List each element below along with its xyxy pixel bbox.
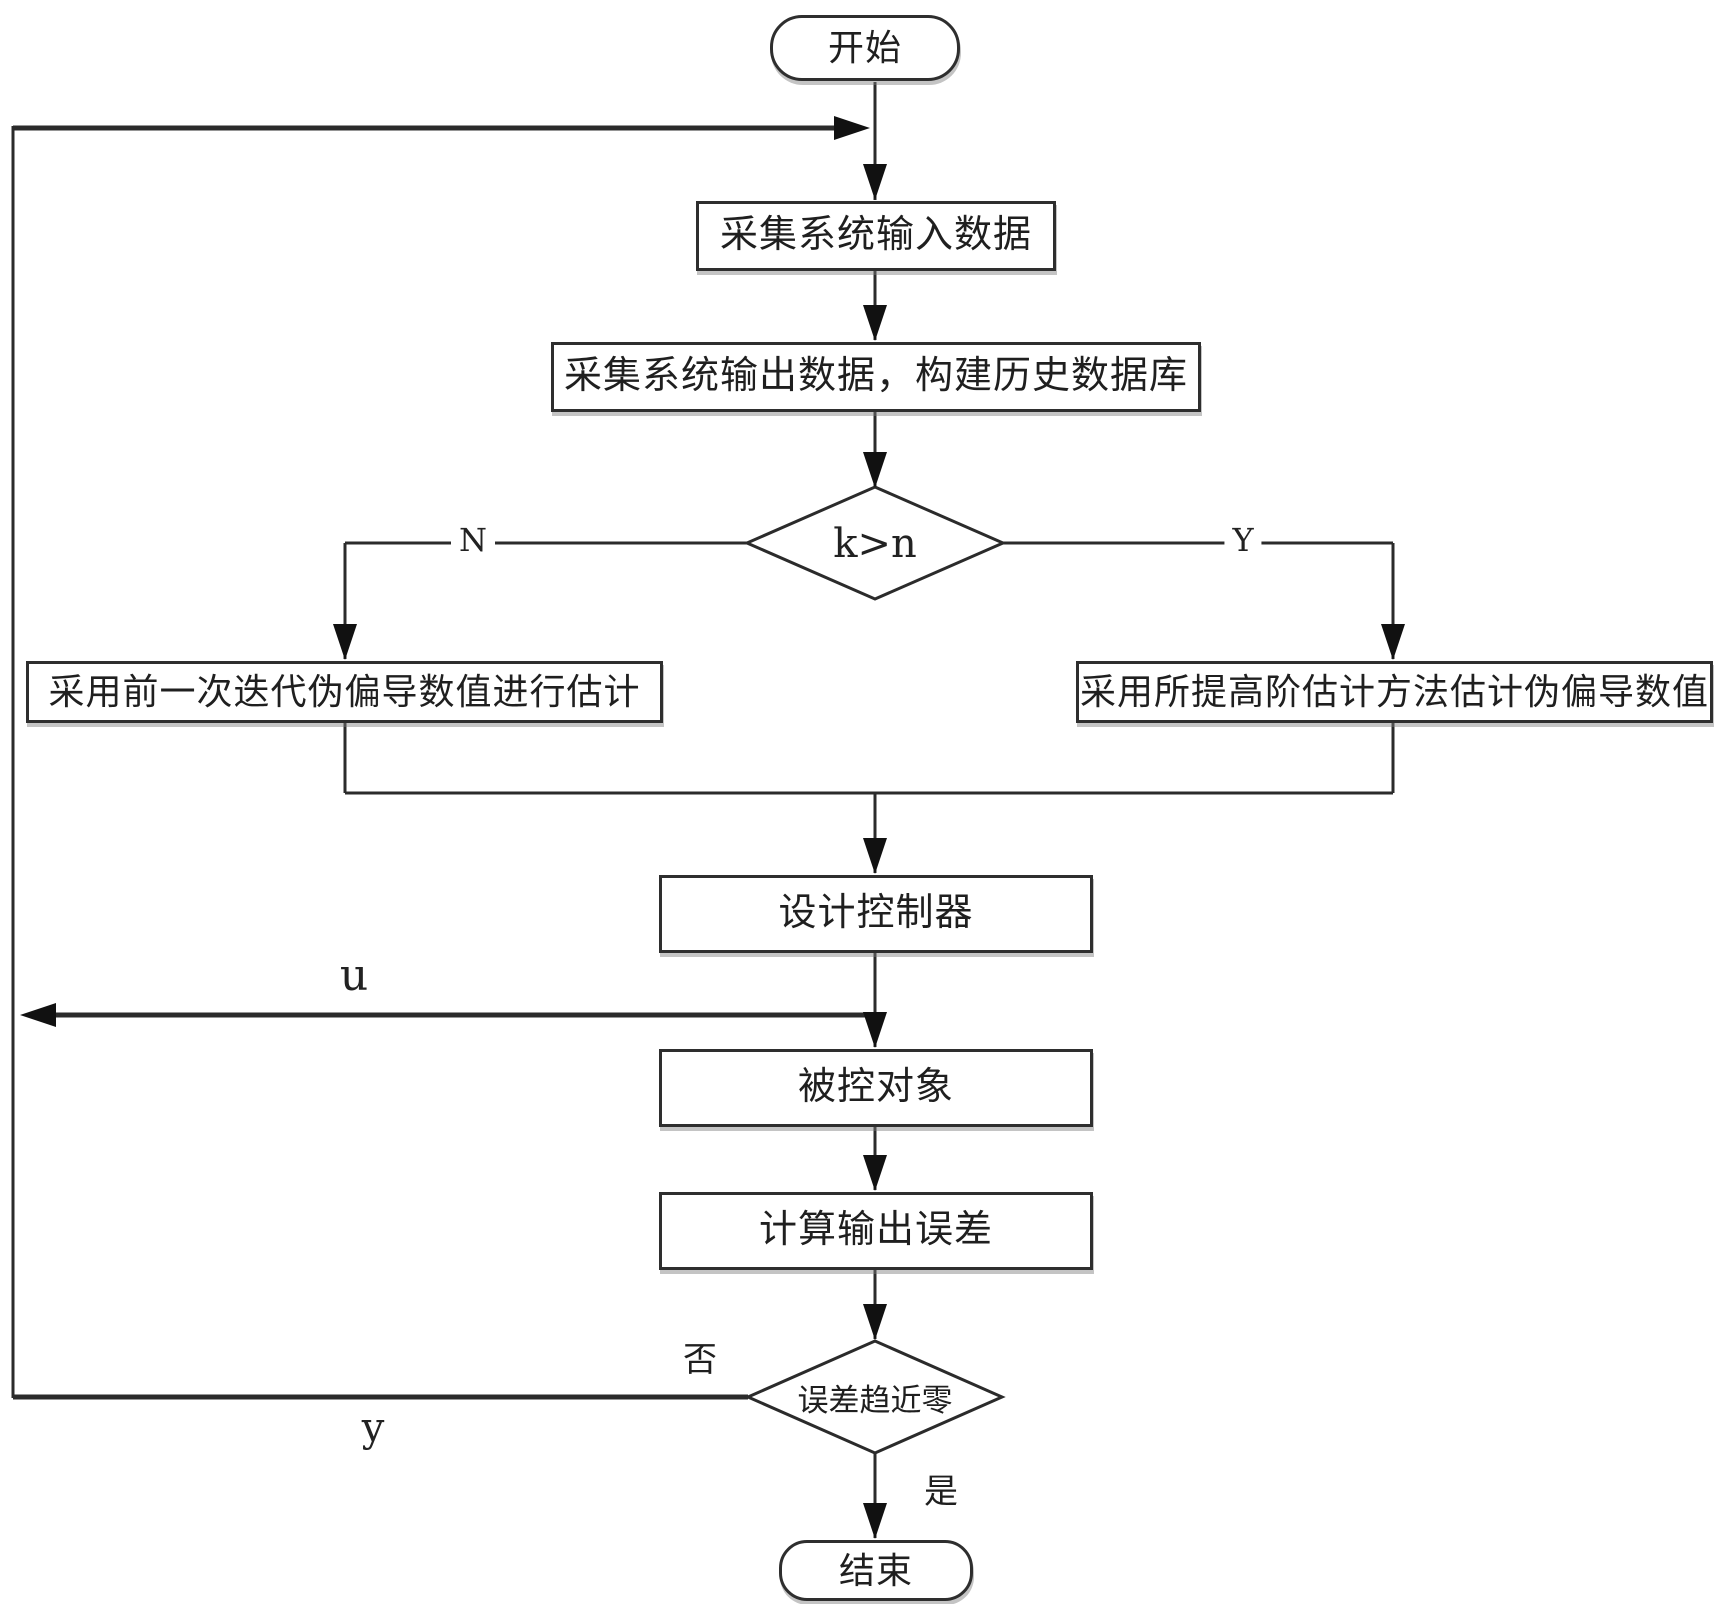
decision-error-zero-label: 误差趋近零 [748,1372,1002,1422]
arrowhead-into-controlled-plant [863,1012,887,1048]
edge-label-output-feedback-y: y [361,1405,385,1451]
process-collect-output: 采集系统输出数据，构建历史数据库 [551,342,1201,412]
decision-shapes [743,485,1007,1455]
process-use-previous-pd-label: 采用前一次迭代伪偏导数值进行估计 [48,671,641,713]
end-node-label: 结束 [838,1549,913,1591]
arrowhead-into-decision-error [863,1304,887,1340]
arrowhead-into-use-previous [333,624,357,660]
arrowhead-into-compute-error [863,1155,887,1191]
process-controlled-plant: 被控对象 [659,1049,1093,1127]
arrowheads [20,116,1405,1539]
process-collect-input: 采集系统输入数据 [696,201,1056,271]
process-use-high-order: 采用所提高阶估计方法估计伪偏导数值 [1076,661,1713,723]
arrowhead-feedback-into-main [834,116,870,140]
arrowhead-control-signal-left [20,1003,56,1027]
edge-lines [11,82,1395,1538]
process-design-controller: 设计控制器 [659,875,1093,953]
edge-label-control-signal-u: u [339,950,369,1001]
decision-k-n-text: k>n [833,521,917,567]
decision-k-n-label: k>n [775,518,975,570]
start-node: 开始 [770,15,960,81]
decision-error-zero-text: 误差趋近零 [797,1382,953,1418]
process-collect-output-label: 采集系统输出数据，构建历史数据库 [563,355,1188,398]
edge-label-kn-yes: Y [1224,524,1262,556]
end-node: 结束 [779,1540,973,1601]
arrowhead-into-decision-k-n [863,452,887,488]
decision-k-n-shape [743,485,1007,601]
arrowhead-into-collect-output [863,305,887,341]
edge-label-error-no: 否 [683,1341,717,1379]
arrowhead-into-design-controller [863,838,887,874]
process-compute-output-error-label: 计算输出误差 [758,1209,993,1252]
process-controlled-plant-label: 被控对象 [797,1066,954,1109]
arrowhead-into-end [863,1503,887,1539]
edge-label-kn-no: N [451,524,495,556]
process-use-previous-pd: 采用前一次迭代伪偏导数值进行估计 [26,661,663,723]
process-design-controller-label: 设计控制器 [778,892,974,935]
decision-error-zero-shape [744,1339,1006,1455]
start-node-label: 开始 [827,27,902,69]
arrowhead-into-use-high-order [1381,624,1405,660]
arrowhead-into-collect-input [863,164,887,200]
process-use-high-order-label: 采用所提高阶估计方法估计伪偏导数值 [1079,671,1709,713]
process-collect-input-label: 采集系统输入数据 [719,214,1032,257]
edge-label-error-yes: 是 [924,1473,958,1511]
process-compute-output-error: 计算输出误差 [659,1192,1093,1270]
